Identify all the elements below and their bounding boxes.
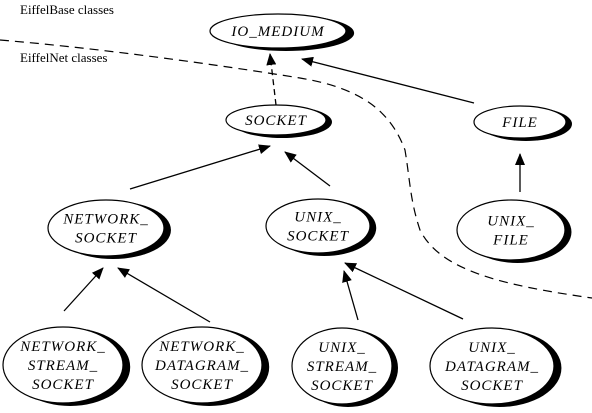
node-label-line: UNIX_ xyxy=(318,340,366,356)
node-label-line: SOCKET xyxy=(32,377,95,393)
node-label-line: NETWORK_ xyxy=(62,212,149,228)
inheritance-arrow-network_stream_socket-to-network_socket xyxy=(63,267,104,312)
inheritance-edges xyxy=(63,53,525,323)
node-label-line: DATAGRAM_ xyxy=(444,359,539,375)
class-node-io-medium: IO_MEDIUM xyxy=(209,13,355,51)
node-label-line: SOCKET xyxy=(461,378,524,394)
node-label-line: SOCKET xyxy=(75,231,138,247)
node-ellipse xyxy=(456,199,566,261)
node-ellipse xyxy=(2,326,124,404)
inheritance-arrow-unix_stream_socket-to-unix_socket xyxy=(342,270,359,321)
class-node-network-socket: NETWORK_ SOCKET xyxy=(47,199,171,259)
class-node-network-datagram-socket: NETWORK_ DATAGRAM_ SOCKET xyxy=(141,326,270,406)
inheritance-arrow-network_datagram_socket-to-network_socket xyxy=(117,267,211,323)
class-node-unix-file: UNIX_ FILE xyxy=(456,199,572,263)
node-label-line: SOCKET xyxy=(287,229,350,245)
node-label-line: UNIX_ xyxy=(294,210,342,226)
inheritance-arrow-file-to-io_medium xyxy=(301,56,475,104)
node-label-line: STREAM_ xyxy=(28,358,98,374)
node-ellipse xyxy=(429,327,555,405)
node-label-line: STREAM_ xyxy=(307,359,377,375)
node-label-line: FILE xyxy=(492,233,529,249)
inheritance-arrow-unix_datagram_socket-to-unix_socket xyxy=(344,262,464,320)
node-ellipse xyxy=(209,13,347,49)
node-label-line: SOCKET xyxy=(245,113,308,129)
node-ellipse xyxy=(265,198,371,254)
node-label-line: NETWORK_ xyxy=(19,339,106,355)
inheritance-arrow-socket-to-io_medium xyxy=(266,53,277,106)
node-ellipse xyxy=(225,104,327,136)
node-ellipse xyxy=(47,199,165,257)
cluster-boundary xyxy=(0,39,592,299)
class-nodes: IO_MEDIUM SOCKET FILE NETWORK_ SOCKET UNIX_ SO… xyxy=(2,13,572,407)
node-ellipse xyxy=(141,326,263,404)
inheritance-arrow-unix_socket-to-socket xyxy=(284,151,331,187)
node-ellipse xyxy=(473,105,567,139)
node-ellipse xyxy=(291,327,393,405)
class-node-network-stream-socket: NETWORK_ STREAM_ SOCKET xyxy=(2,326,131,406)
region-label-eiffelnet: EiffelNet classes xyxy=(20,50,107,65)
class-node-file: FILE xyxy=(473,105,572,141)
class-node-unix-socket: UNIX_ SOCKET xyxy=(265,198,377,256)
node-label-line: FILE xyxy=(501,115,538,131)
class-node-socket: SOCKET xyxy=(225,104,332,138)
class-node-unix-stream-socket: UNIX_ STREAM_ SOCKET xyxy=(291,327,398,407)
region-label-eiffelbase: EiffelBase classes xyxy=(20,2,114,17)
node-label-line: UNIX_ xyxy=(487,214,535,230)
node-label-line: IO_MEDIUM xyxy=(230,24,325,40)
node-label-line: SOCKET xyxy=(171,377,234,393)
node-label-line: DATAGRAM_ xyxy=(154,358,249,374)
node-label-line: UNIX_ xyxy=(468,340,516,356)
class-node-unix-datagram-socket: UNIX_ DATAGRAM_ SOCKET xyxy=(429,327,562,407)
inheritance-arrow-network_socket-to-socket xyxy=(129,144,271,190)
node-label-line: NETWORK_ xyxy=(158,339,245,355)
node-label-line: SOCKET xyxy=(311,378,374,394)
